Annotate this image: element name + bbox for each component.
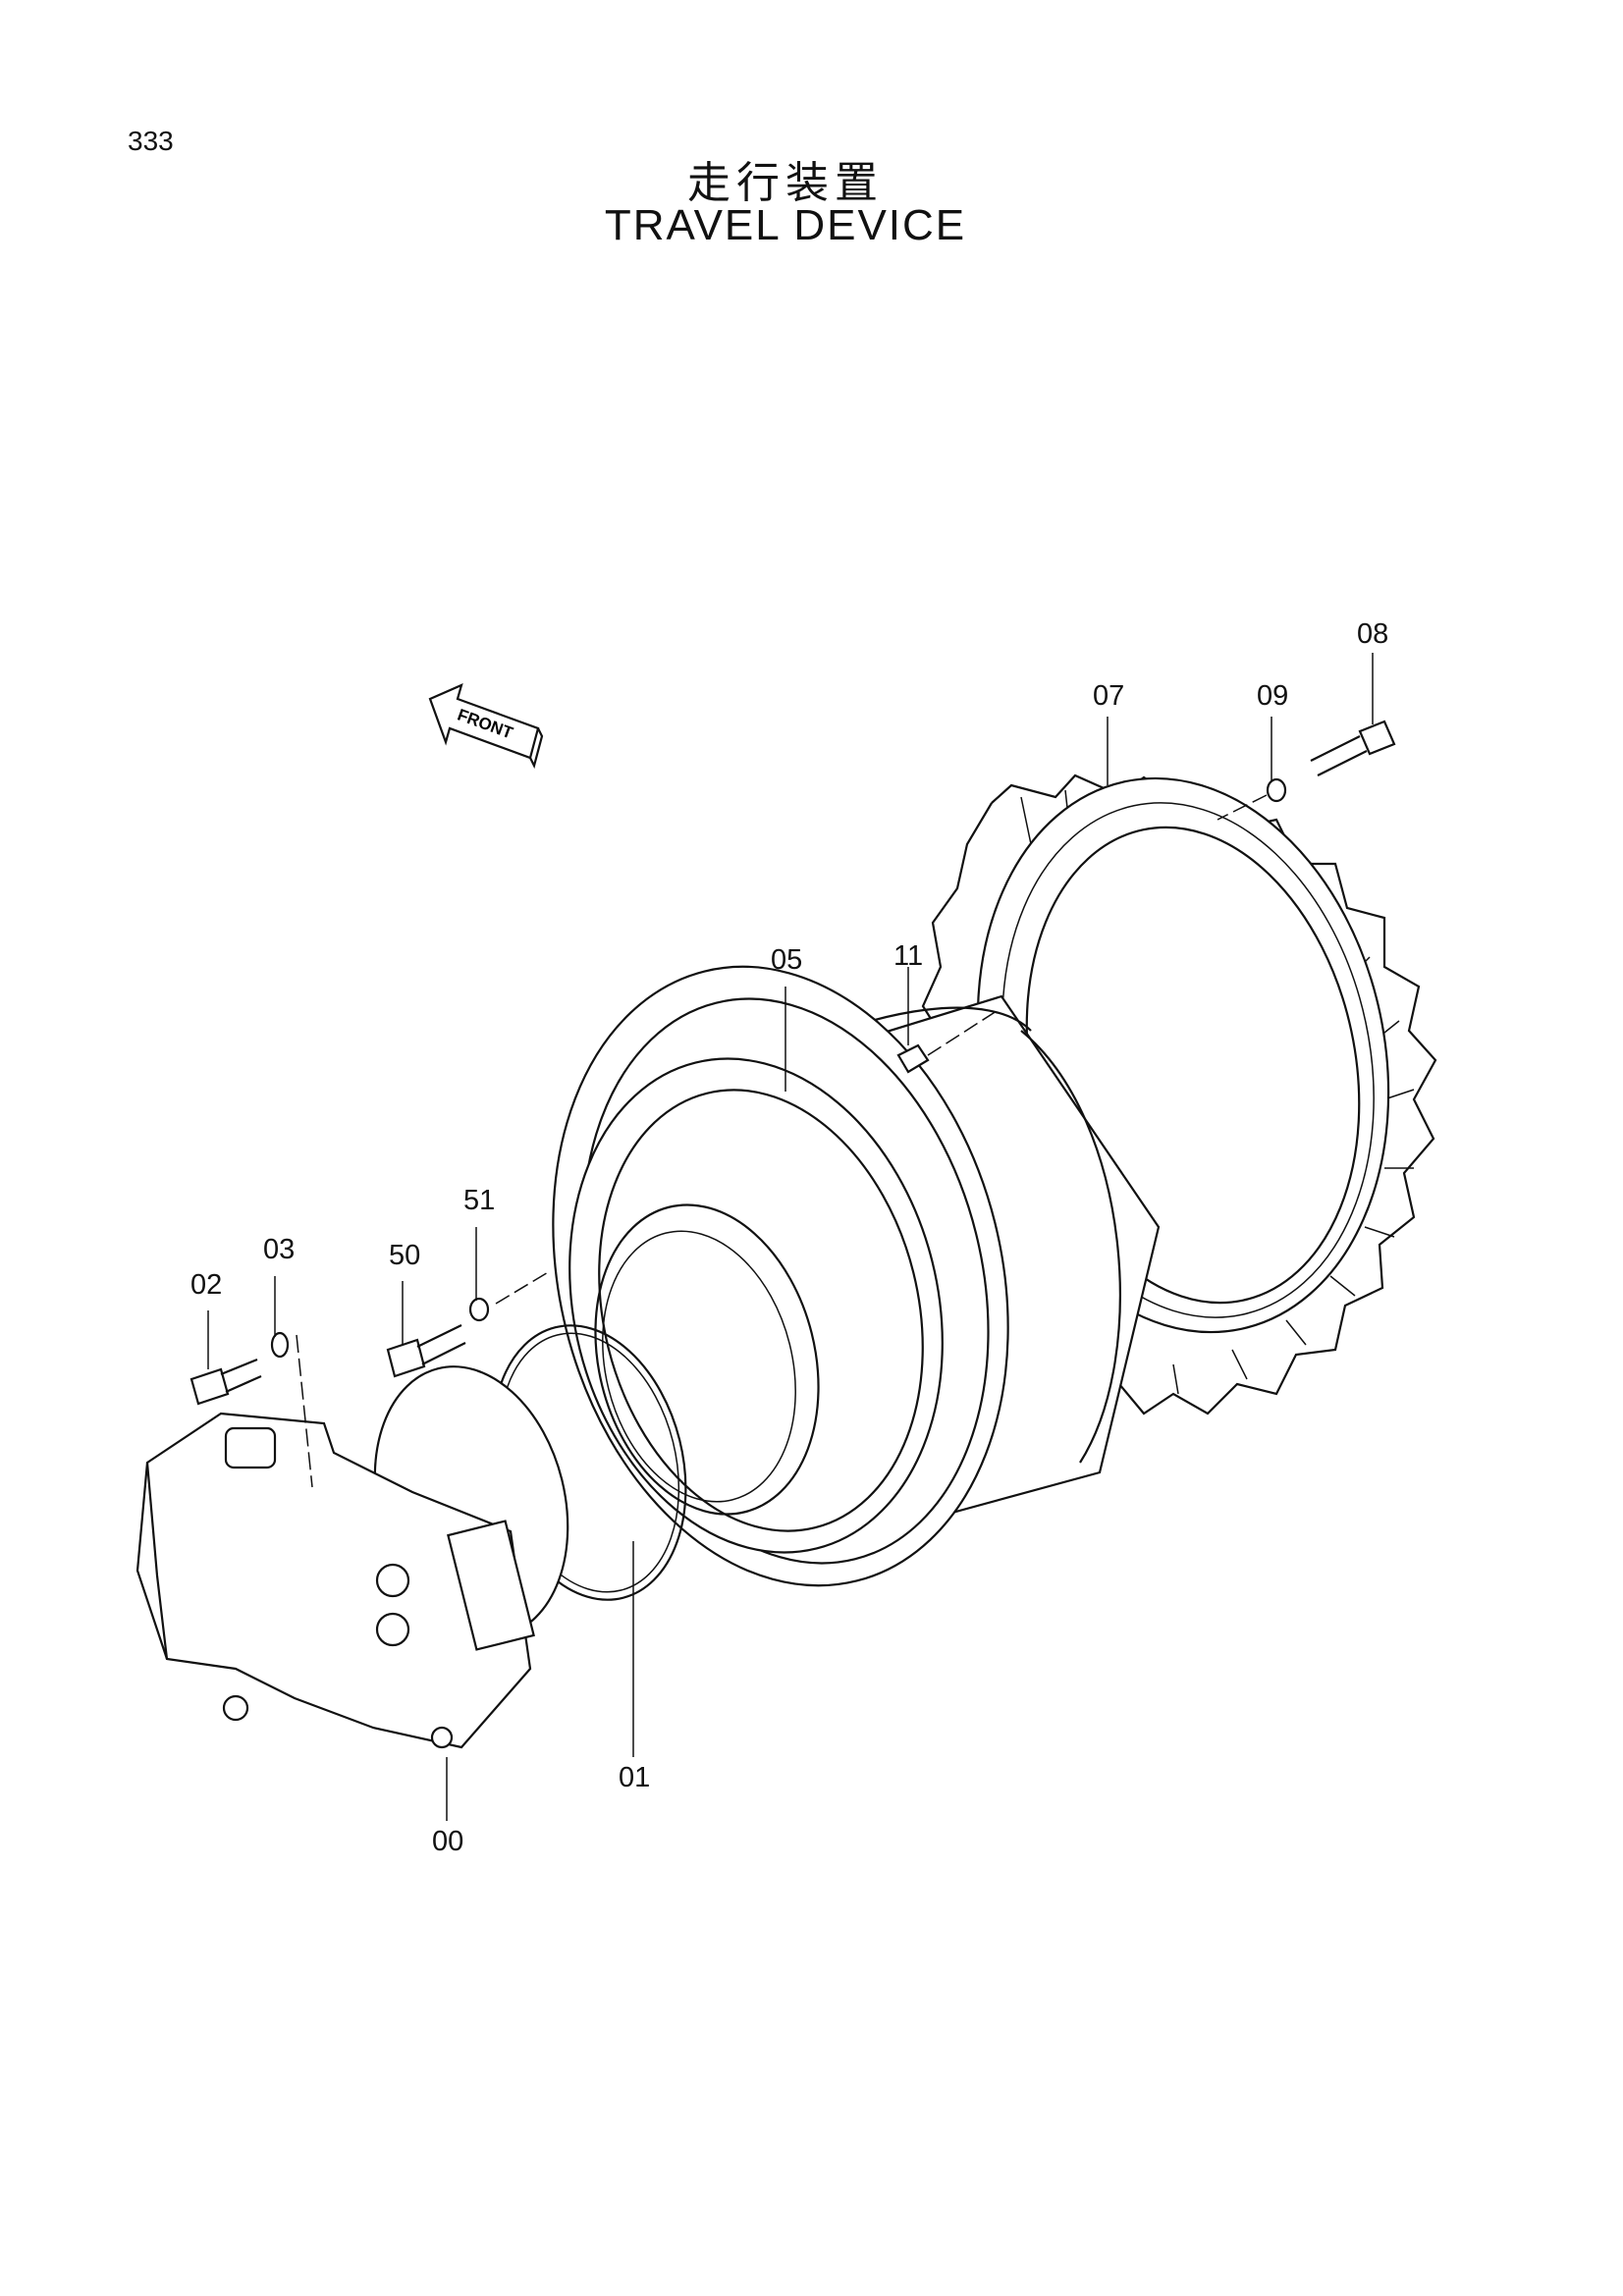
travel-housing [552, 965, 1161, 1587]
washer-51 [468, 1297, 490, 1322]
callout-00: 00 [432, 1826, 463, 1857]
callout-05: 05 [771, 944, 802, 976]
front-arrow-icon: FRONT [428, 683, 544, 770]
callout-02: 02 [190, 1269, 222, 1301]
callout-08: 08 [1357, 618, 1388, 650]
bolt-50 [386, 1324, 466, 1378]
callout-50: 50 [389, 1240, 420, 1271]
washer-09 [1266, 777, 1287, 803]
page-number: 333 [128, 126, 174, 156]
plug-11 [896, 1010, 998, 1074]
page-title-english: TRAVEL DEVICE [604, 201, 967, 249]
callout-11: 11 [893, 940, 923, 972]
bolt-08 [1310, 720, 1396, 776]
callout-07: 07 [1093, 680, 1124, 712]
washer-03 [270, 1331, 290, 1359]
callout-09: 09 [1257, 680, 1288, 712]
callout-51: 51 [463, 1185, 495, 1216]
page-title-japanese: 走行装置 [687, 158, 884, 208]
callout-01: 01 [619, 1762, 650, 1793]
callout-03: 03 [263, 1234, 295, 1265]
travel-motor [135, 1365, 569, 1749]
bolt-02 [189, 1358, 262, 1406]
